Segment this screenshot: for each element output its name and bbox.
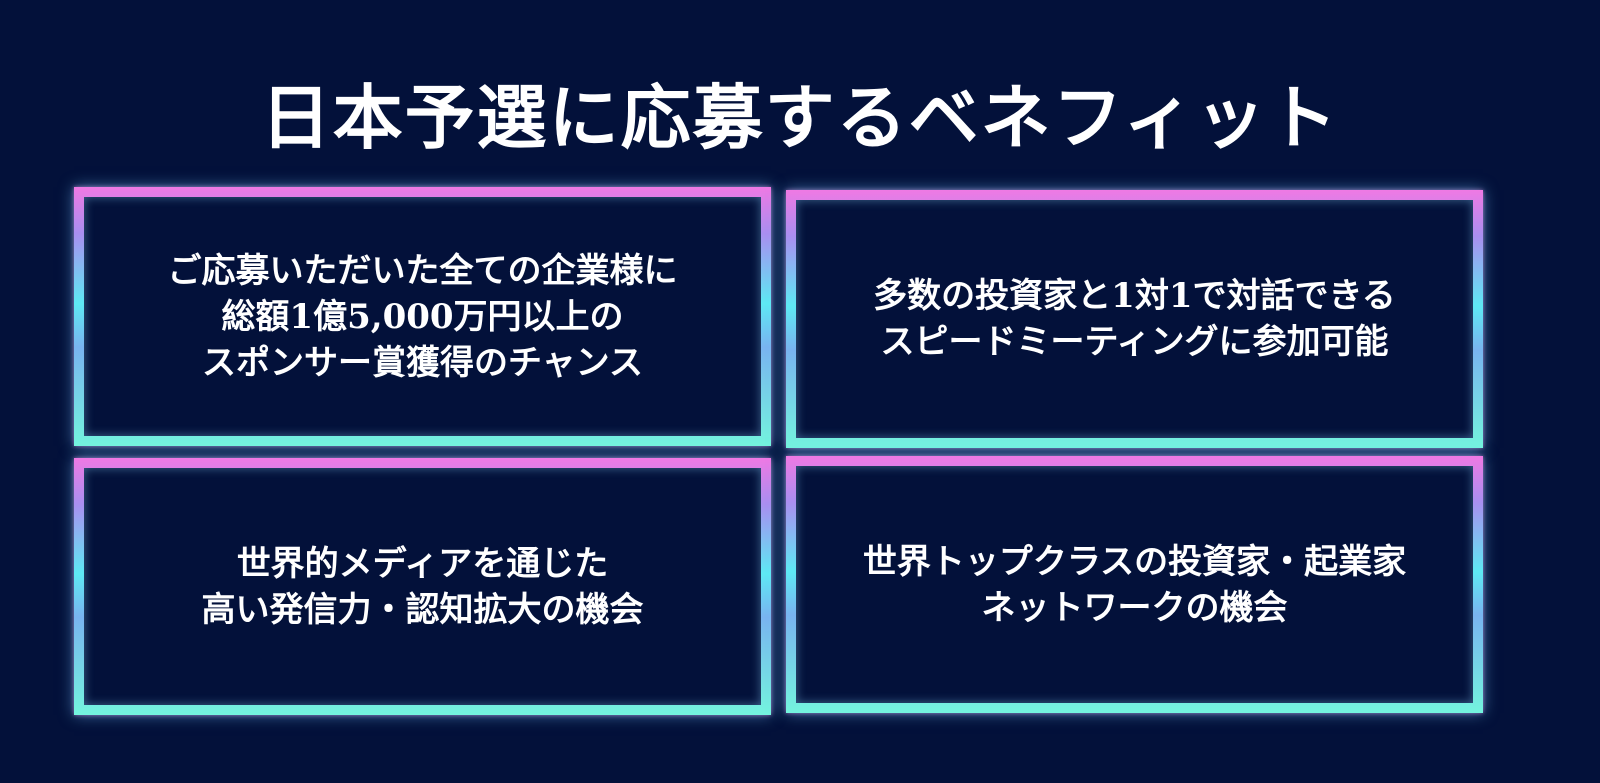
benefit-card-text: ご応募いただいた全ての企業様に 総額1億5,000万円以上の スポンサー賞獲得の… bbox=[168, 248, 678, 386]
benefit-card-line: スポンサー賞獲得のチャンス bbox=[202, 342, 643, 383]
benefit-card-body: ご応募いただいた全ての企業様に 総額1億5,000万円以上の スポンサー賞獲得の… bbox=[84, 197, 761, 436]
benefit-card-line: 多数の投資家と1対1で対話できる bbox=[873, 276, 1396, 316]
benefit-card-network: 世界トップクラスの投資家・起業家 ネットワークの機会 bbox=[786, 456, 1483, 713]
benefit-card-sponsor-prize: ご応募いただいた全ての企業様に 総額1億5,000万円以上の スポンサー賞獲得の… bbox=[74, 187, 771, 446]
benefit-card-body: 多数の投資家と1対1で対話できる スピードミーティングに参加可能 bbox=[796, 200, 1473, 438]
benefit-card-body: 世界的メディアを通じた 高い発信力・認知拡大の機会 bbox=[84, 468, 761, 705]
benefit-card-line: 高い発信力・認知拡大の機会 bbox=[201, 589, 644, 630]
benefit-card-media-exposure: 世界的メディアを通じた 高い発信力・認知拡大の機会 bbox=[74, 458, 771, 715]
benefit-card-line: ネットワークの機会 bbox=[981, 587, 1288, 628]
benefit-card-text: 世界的メディアを通じた 高い発信力・認知拡大の機会 bbox=[202, 541, 644, 633]
benefit-card-line: スピードミーティングに参加可能 bbox=[880, 322, 1389, 362]
benefit-card-body: 世界トップクラスの投資家・起業家 ネットワークの機会 bbox=[796, 466, 1473, 703]
benefit-card-line: 世界トップクラスの投資家・起業家 bbox=[862, 541, 1407, 582]
benefit-card-text: 多数の投資家と1対1で対話できる スピードミーティングに参加可能 bbox=[873, 273, 1396, 365]
page-title: 日本予選に応募するベネフィット bbox=[260, 76, 1340, 159]
benefit-card-line: 総額1億5,000万円以上の bbox=[221, 296, 624, 337]
benefit-card-line: 世界的メディアを通じた bbox=[236, 543, 609, 584]
benefit-card-line: ご応募いただいた全ての企業様に bbox=[167, 250, 678, 291]
benefit-card-speed-meeting: 多数の投資家と1対1で対話できる スピードミーティングに参加可能 bbox=[786, 190, 1483, 448]
benefit-card-text: 世界トップクラスの投資家・起業家 ネットワークの機会 bbox=[863, 539, 1406, 631]
